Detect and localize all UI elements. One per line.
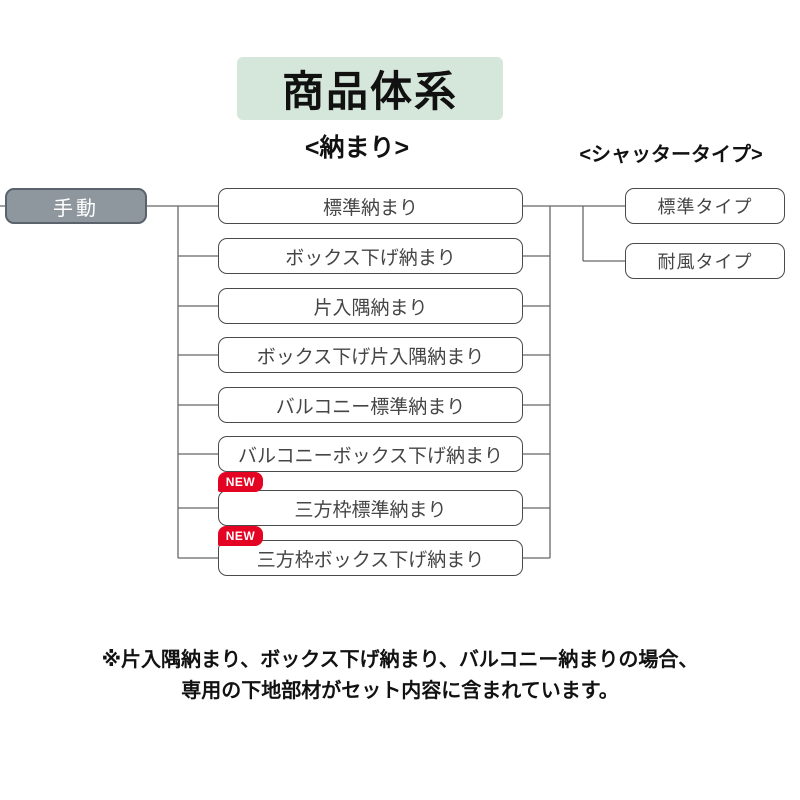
fitting-box-balcony-box-lowered: バルコニーボックス下げ納まり: [218, 436, 523, 472]
new-badge: NEW: [218, 526, 263, 546]
footnote-line-1: ※片入隅納まり、ボックス下げ納まり、バルコニー納まりの場合、: [101, 649, 699, 671]
root-node-manual: 手動: [5, 188, 147, 224]
fitting-box-standard: 標準納まり: [218, 188, 523, 224]
fitting-box-balcony-standard: バルコニー標準納まり: [218, 387, 523, 423]
footnote-line-2: 専用の下地部材がセット内容に含まれています。: [181, 680, 619, 702]
fitting-box-three-side-frame-box-lowered: 三方枠ボックス下げ納まり: [218, 540, 523, 576]
fitting-box-single-corner: 片入隅納まり: [218, 288, 523, 324]
footnote: ※片入隅納まり、ボックス下げ納まり、バルコニー納まりの場合、 専用の下地部材がセ…: [0, 645, 800, 707]
column-heading-shutter-type: <シャッタータイプ>: [579, 143, 763, 166]
new-badge: NEW: [218, 472, 263, 492]
shutter-type-box-standard: 標準タイプ: [625, 188, 785, 224]
fitting-box-box-lowered-single-corner: ボックス下げ片入隅納まり: [218, 337, 523, 373]
page-title: 商品体系: [237, 57, 503, 120]
shutter-type-box-wind-resistant: 耐風タイプ: [625, 243, 785, 279]
fitting-box-three-side-frame-standard: 三方枠標準納まり: [218, 490, 523, 526]
column-heading-fitting: <納まり>: [304, 134, 410, 162]
fitting-box-box-lowered: ボックス下げ納まり: [218, 238, 523, 274]
